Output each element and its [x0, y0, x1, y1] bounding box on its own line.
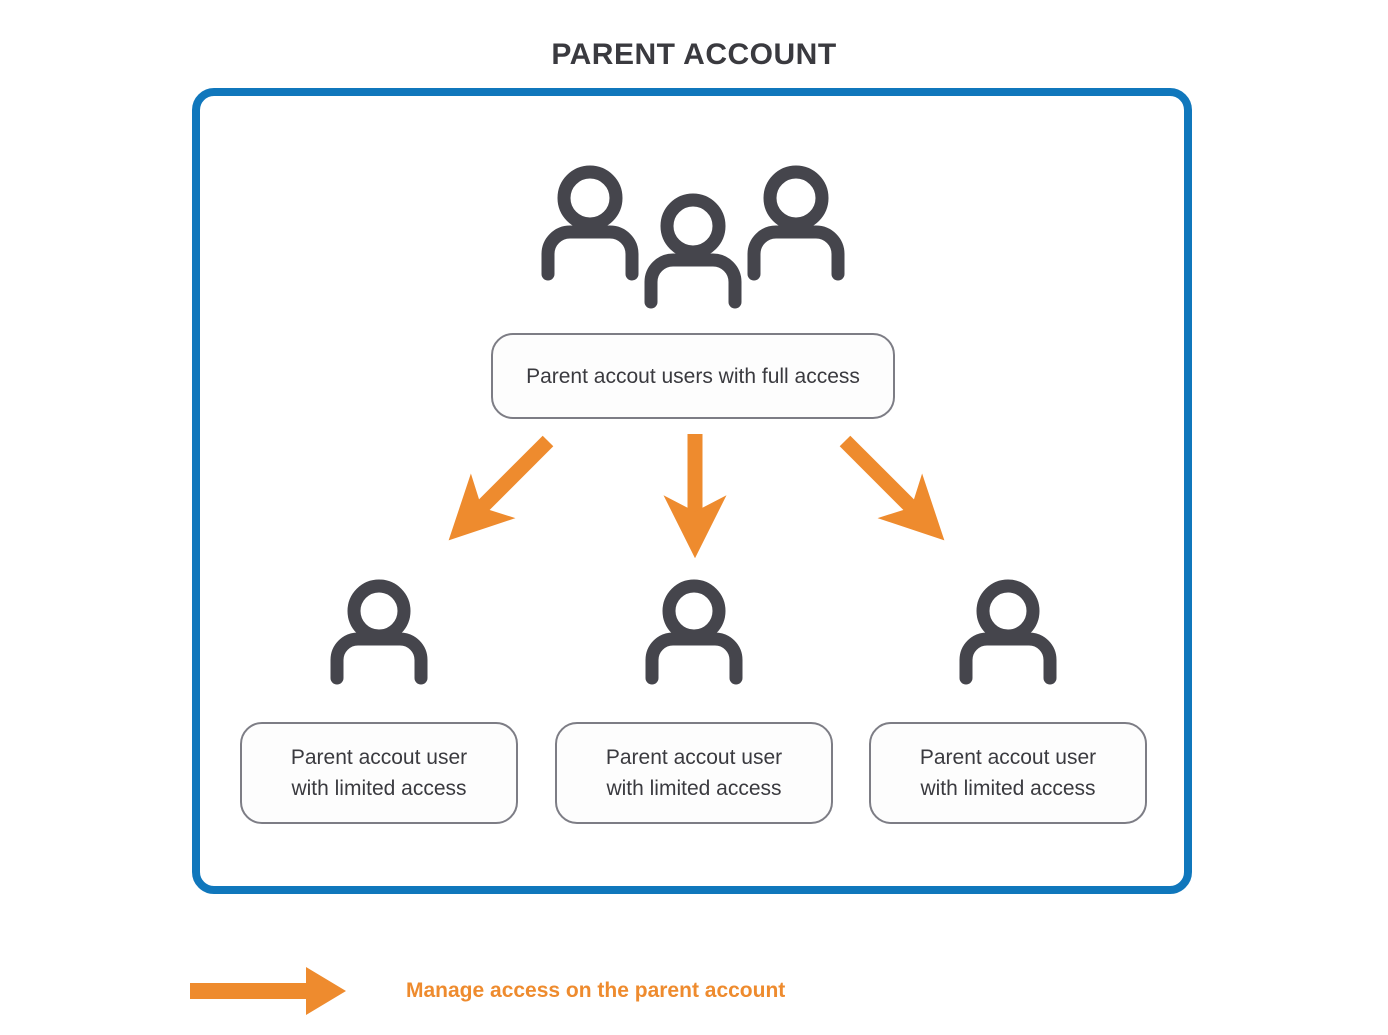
limited-access-line-2: with limited access [606, 777, 782, 800]
full-access-label-text: Parent accout users with full access [526, 364, 860, 388]
limited-access-label-text: Parent accout user with limited access [920, 742, 1096, 804]
limited-access-label-text: Parent accout user with limited access [606, 742, 782, 804]
person-icon [959, 579, 1057, 685]
limited-access-label-text: Parent accout user with limited access [291, 742, 467, 804]
three-people-icon [541, 165, 845, 315]
limited-access-label-box: Parent accout user with limited access [240, 722, 518, 824]
limited-access-label-box: Parent accout user with limited access [869, 722, 1147, 824]
right-arrow-icon [190, 967, 346, 1015]
page-title: PARENT ACCOUNT [551, 38, 837, 71]
limited-access-label-box: Parent accout user with limited access [555, 722, 833, 824]
limited-access-line-2: with limited access [291, 777, 467, 800]
limited-access-line-1: Parent accout user [605, 746, 783, 769]
limited-access-line-1: Parent accout user [290, 746, 468, 769]
limited-access-line-2: with limited access [920, 777, 1096, 800]
person-icon [645, 579, 743, 685]
limited-access-line-1: Parent accout user [919, 746, 1097, 769]
legend: Manage access on the parent account [188, 963, 988, 1019]
full-access-label-box: Parent accout users with full access [491, 333, 895, 419]
person-icon [330, 579, 428, 685]
legend-label: Manage access on the parent account [406, 979, 786, 1002]
